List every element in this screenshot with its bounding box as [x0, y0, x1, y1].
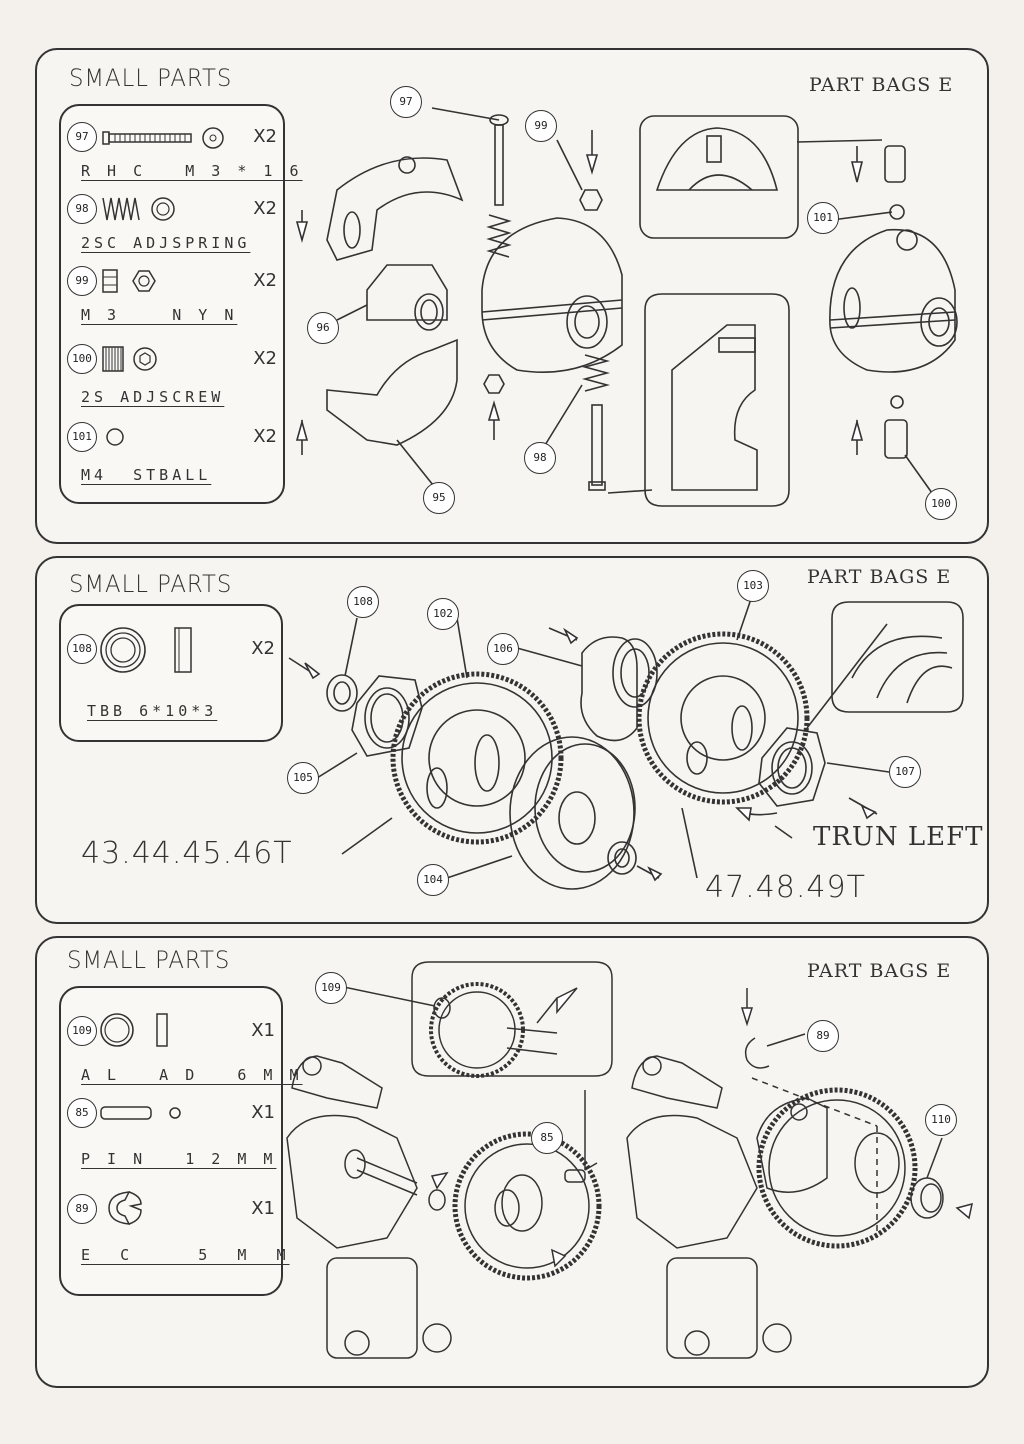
- panel-gear-installation: SMALL PARTS PART BAGS E 109 X1 A L A D 6…: [35, 936, 989, 1388]
- part-number-badge: 101: [67, 422, 97, 452]
- spring-icon: [102, 197, 175, 221]
- callout-97: 97: [390, 86, 422, 118]
- part-name-108: TBB 6*10*3: [87, 702, 218, 720]
- part-row-85: 85 X1: [61, 1098, 281, 1132]
- part-name-97: R H C M 3 * 1 6: [81, 162, 303, 180]
- part-number-badge: 97: [67, 122, 97, 152]
- callout-109: 109: [315, 972, 347, 1004]
- part-name-85: P I N 1 2 M M: [81, 1150, 277, 1168]
- callout-110: 110: [925, 1104, 957, 1136]
- bearing-icon: [100, 627, 192, 673]
- quantity-label: X2: [253, 126, 277, 147]
- callout-106: 106: [487, 633, 519, 665]
- callout-105: 105: [287, 762, 319, 794]
- part-bag-label: PART BAGS E: [807, 960, 952, 982]
- callout-103: 103: [737, 570, 769, 602]
- part-row-108: 108 X2: [61, 627, 281, 673]
- gear-size-label-right: 47.48.49T: [705, 870, 866, 905]
- small-parts-list: 109 X1 A L A D 6 M M 85 X1 P I N 1 2 M M…: [59, 986, 299, 1296]
- quantity-label: X1: [251, 1198, 275, 1219]
- part-name-89: E C 5 M M: [81, 1246, 290, 1264]
- part-name-100: 2S ADJSCREW: [81, 388, 225, 406]
- panel-slipper-clutch-assembly: SMALL PARTS PART BAGS E 97 X2 R H C M: [35, 48, 989, 544]
- quantity-label: X2: [251, 638, 275, 659]
- part-name-98: 2SC ADJSPRING: [81, 234, 251, 252]
- part-row-98: 98 X2: [61, 194, 283, 228]
- spacer-icon: [100, 1013, 168, 1047]
- part-number-badge: 108: [67, 634, 97, 664]
- quantity-label: X1: [251, 1102, 275, 1123]
- quantity-label: X2: [253, 198, 277, 219]
- part-number-badge: 98: [67, 194, 97, 224]
- set-screw-icon: [102, 346, 157, 372]
- part-row-101: 101 X2: [61, 422, 283, 456]
- small-parts-title: SMALL PARTS: [69, 570, 233, 598]
- small-parts-title: SMALL PARTS: [69, 64, 233, 92]
- part-bag-label: PART BAGS E: [809, 74, 954, 96]
- pin-icon: [100, 1106, 181, 1120]
- callout-101: 101: [807, 202, 839, 234]
- part-row-99: 99 X2: [61, 266, 283, 300]
- exploded-clutch-drawing: [295, 107, 958, 507]
- part-bag-label: PART BAGS E: [807, 566, 952, 588]
- quantity-label: X2: [253, 270, 277, 291]
- part-row-89: 89 X1: [61, 1191, 281, 1228]
- callout-102: 102: [427, 598, 459, 630]
- part-name-101: M4 STBALL: [81, 466, 212, 484]
- callout-96: 96: [307, 312, 339, 344]
- small-parts-title: SMALL PARTS: [67, 946, 231, 974]
- part-row-109: 109 X1: [61, 1013, 281, 1050]
- quantity-label: X2: [253, 348, 277, 369]
- part-number-badge: 99: [67, 266, 97, 296]
- quantity-label: X2: [253, 426, 277, 447]
- quantity-label: X1: [251, 1020, 275, 1041]
- part-number-badge: 85: [67, 1098, 97, 1128]
- panel-spur-gear-assembly: SMALL PARTS PART BAGS E 108 X2 TBB 6*10*…: [35, 556, 989, 924]
- part-number-badge: 109: [67, 1016, 97, 1046]
- nut-icon: [102, 269, 156, 293]
- callout-89: 89: [807, 1020, 839, 1052]
- e-clip-icon: [108, 1191, 142, 1225]
- gear-size-label-left: 43.44.45.46T: [81, 836, 293, 871]
- callout-98: 98: [524, 442, 556, 474]
- steel-ball-icon: [106, 428, 124, 446]
- installation-drawing: [286, 961, 973, 1359]
- callout-104: 104: [417, 864, 449, 896]
- part-name-99: M 3 N Y N: [81, 306, 238, 324]
- exploded-gear-drawing: [288, 595, 964, 890]
- callout-85: 85: [531, 1122, 563, 1154]
- turn-direction-label: TRUN LEFT: [813, 822, 984, 852]
- small-parts-list: 97 X2 R H C M 3 * 1 6 98: [59, 104, 299, 504]
- part-number-badge: 89: [67, 1194, 97, 1224]
- small-parts-list: 108 X2 TBB 6*10*3: [59, 604, 283, 742]
- part-row-97: 97 X2: [61, 122, 283, 156]
- callout-99: 99: [525, 110, 557, 142]
- part-number-badge: 100: [67, 344, 97, 374]
- callout-100: 100: [925, 488, 957, 520]
- callout-107: 107: [889, 756, 921, 788]
- part-row-100: 100 X2: [61, 344, 283, 378]
- part-name-109: A L A D 6 M M: [81, 1066, 303, 1084]
- callout-108: 108: [347, 586, 379, 618]
- screw-icon: [102, 127, 224, 149]
- callout-95: 95: [423, 482, 455, 514]
